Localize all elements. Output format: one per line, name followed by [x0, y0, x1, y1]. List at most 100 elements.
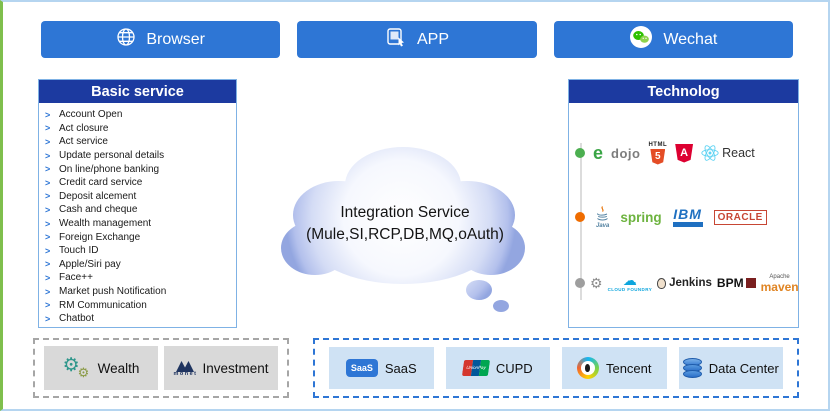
arrow-bullet-icon: > — [45, 123, 51, 134]
service-item-label: RM Communication — [59, 299, 147, 311]
datacenter-box: Data Center — [678, 347, 783, 389]
investment-box: monet Investment — [164, 346, 278, 390]
maven-logo: Apache maven — [760, 273, 799, 294]
service-item-label: Market push Notification — [59, 286, 167, 298]
service-item-label: Touch ID — [59, 245, 99, 257]
tencent-icon — [576, 357, 599, 379]
gray-dot-icon — [575, 278, 585, 288]
app-label: APP — [416, 30, 449, 48]
service-item: > Account Open — [45, 108, 232, 122]
bpm-box-icon — [745, 278, 756, 288]
investment-label: Investment — [202, 360, 269, 376]
service-item-label: Chatbot — [59, 313, 95, 325]
service-item: > Act service — [45, 135, 232, 149]
arrow-bullet-icon: > — [45, 232, 51, 243]
service-item: >Cash and cheque — [45, 203, 232, 217]
ie-logo: e — [593, 143, 604, 163]
arrow-bullet-icon: > — [45, 313, 51, 324]
arrow-bullet-icon: > — [45, 259, 51, 270]
basic-service-header: Basic service — [39, 80, 236, 103]
channel-row: Browser APP Wech — [41, 21, 793, 58]
tools-icon: ⚙ — [590, 275, 603, 291]
service-item-label: Deposit alcement — [59, 190, 137, 202]
service-item-label: Credit card service — [59, 177, 143, 189]
arrow-bullet-icon: > — [45, 136, 51, 147]
saas-label: SaaS — [384, 360, 417, 376]
cloud-title: Integration Service — [340, 204, 470, 221]
jenkins-logo: Jenkins — [657, 277, 712, 289]
arrow-bullet-icon: > — [45, 218, 51, 229]
oracle-logo: ORACLE — [713, 209, 767, 225]
arrow-bullet-icon: > — [45, 245, 51, 256]
service-item: > Wealth management — [45, 217, 232, 231]
service-item: > Apple/Siri pay — [45, 258, 232, 272]
wealth-investment-group: ⚙ ⚙ Wealth monet Investment — [33, 338, 289, 398]
monet-icon: monet — [173, 359, 197, 378]
arrow-bullet-icon: > — [45, 164, 51, 175]
service-item: >Face++ — [45, 271, 232, 285]
arrow-bullet-icon: > — [45, 150, 51, 161]
service-item-label: Foreign Exchange — [59, 231, 141, 243]
orange-dot-icon — [575, 212, 585, 222]
service-item: > Chatbot — [45, 312, 232, 326]
arrow-bullet-icon: > — [45, 191, 51, 202]
arrow-bullet-icon: > — [45, 286, 51, 297]
service-item: >Credit card service — [45, 176, 232, 190]
arrow-bullet-icon: > — [45, 272, 51, 283]
java-cup-icon — [597, 205, 608, 220]
saas-box: SaaS SaaS — [329, 347, 434, 389]
platform-group: SaaS SaaS UnionPay CUPD Tencent — [313, 338, 799, 398]
cloud-foundry-cloud-icon: ☁ — [622, 272, 637, 289]
monet-m-icon — [176, 360, 195, 372]
wechat-button[interactable]: Wechat — [553, 21, 793, 58]
tencent-label: Tencent — [605, 360, 652, 376]
wechat-icon — [629, 25, 653, 54]
arrow-bullet-icon: > — [45, 109, 51, 120]
wealth-label: Wealth — [97, 360, 140, 376]
html5-shield-icon: 5 — [650, 148, 666, 165]
browser-label: Browser — [146, 30, 205, 48]
cloud-foundry-logo: ☁ CLOUD FOUNDRY — [607, 272, 653, 293]
basic-service-list: >Account Open >Act closure >Act service … — [39, 103, 236, 326]
service-item: > Foreign Exchange — [45, 230, 232, 244]
service-item: > Touch ID — [45, 244, 232, 258]
angular-logo: A — [675, 143, 694, 163]
unionpay-icon: UnionPay — [461, 360, 490, 376]
service-item-label: Act service — [59, 136, 108, 148]
service-item-label: Wealth management — [59, 218, 152, 230]
service-item-label: Apple/Siri pay — [59, 258, 121, 270]
browser-button[interactable]: Browser — [41, 21, 281, 58]
jenkins-butler-icon — [657, 277, 667, 289]
cloud-subtitle: (Mule,SI,RCP,DB,MQ,oAuth) — [306, 225, 504, 243]
service-item: > Deposit alcement — [45, 190, 232, 204]
tech-row-devops: ⚙ ☁ CLOUD FOUNDRY Jenkins BPM Apache mav… — [575, 259, 799, 307]
service-item: > RM Communication — [45, 298, 232, 312]
penguin-icon — [585, 363, 591, 372]
app-button[interactable]: APP — [297, 21, 537, 58]
globe-icon — [116, 27, 136, 52]
service-item: > Market push Notification — [45, 285, 232, 299]
arrow-bullet-icon: > — [45, 300, 51, 311]
service-item-label: Account Open — [59, 109, 123, 121]
technology-panel: Technolog e dojo HTML 5 A — [568, 79, 799, 328]
dojo-logo: dojo — [611, 145, 641, 161]
service-item-label: On line/phone banking — [59, 163, 160, 175]
integration-cloud: Integration Service (Mule,SI,RCP,DB,MQ,o… — [271, 130, 539, 330]
service-item: > Act closure — [45, 122, 232, 136]
react-atom-icon — [701, 145, 719, 161]
java-logo: Java — [596, 205, 609, 229]
cupd-label: CUPD — [495, 360, 533, 376]
service-item: >Update personal details — [45, 149, 232, 163]
service-item-label: Act closure — [59, 122, 109, 134]
service-item: > On line/phone banking — [45, 162, 232, 176]
react-logo: React — [701, 144, 755, 162]
tencent-box: Tencent — [562, 347, 667, 389]
arrow-bullet-icon: > — [45, 204, 51, 215]
ibm-logo: IBM — [672, 207, 703, 227]
basic-service-panel: Basic service > Account Open > Act closure… — [38, 79, 237, 328]
react-label: React — [722, 146, 755, 160]
html5-logo: HTML 5 — [648, 142, 667, 165]
ibm-bar-icon — [672, 222, 703, 227]
wealth-box: ⚙ ⚙ Wealth — [44, 346, 158, 390]
